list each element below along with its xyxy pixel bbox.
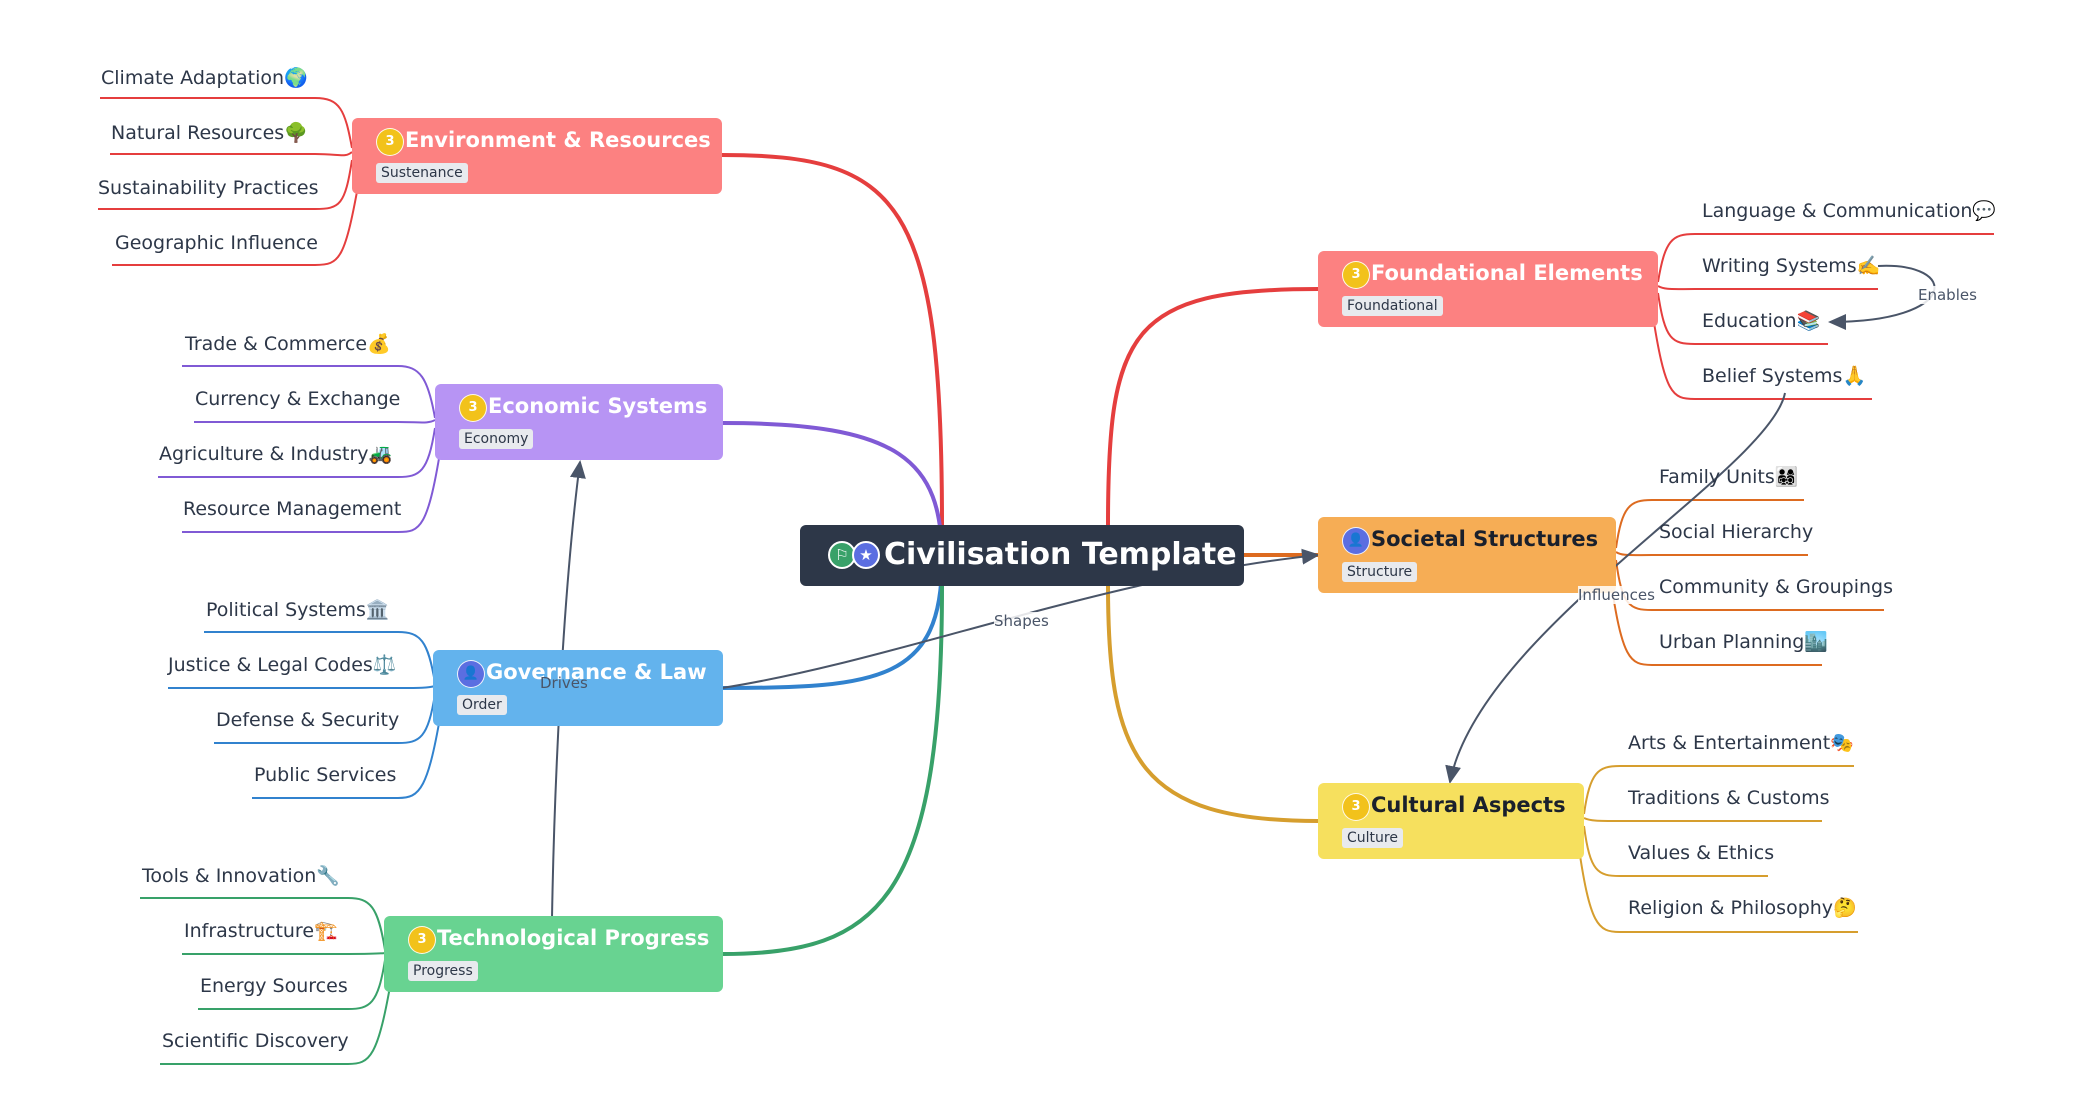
governance-leaf-connectors <box>168 631 443 799</box>
edge-root-technological <box>722 585 944 956</box>
edge-root-environment <box>721 153 944 526</box>
leaf-trade-commerce[interactable]: Trade & Commerce💰 <box>185 333 391 355</box>
leaf-infrastructure[interactable]: Infrastructure🏗️ <box>184 920 338 942</box>
leaf-arts-entertainment[interactable]: Arts & Entertainment🎭 <box>1628 732 1854 754</box>
leaf-urban-planning[interactable]: Urban Planning🏙️ <box>1659 631 1829 653</box>
edge-root-cultural <box>1106 585 1319 823</box>
branch-title: Environment & Resources <box>405 128 711 152</box>
branch-title: Economic Systems <box>488 394 708 418</box>
leaf-family-units[interactable]: Family Units👨‍👩‍👧‍👦 <box>1659 466 1799 488</box>
leaf-religion-philosophy[interactable]: Religion & Philosophy🤔 <box>1628 897 1857 919</box>
relation-influences-line <box>1445 392 1786 784</box>
branch-governance[interactable]: 👤 Governance & Law Order <box>433 650 723 726</box>
person-icon: 👤 <box>457 660 485 688</box>
branch-title: Governance & Law <box>486 660 707 684</box>
environment-leaf-connectors <box>98 97 361 266</box>
flag-icon: ⚐ <box>828 541 856 569</box>
leaf-scientific-discovery[interactable]: Scientific Discovery <box>162 1030 349 1052</box>
branch-title: Societal Structures <box>1371 527 1599 551</box>
count-badge: 3 <box>408 926 436 954</box>
leaf-community-groupings[interactable]: Community & Groupings <box>1659 576 1893 598</box>
technological-leaf-connectors <box>140 897 393 1065</box>
branch-tag: Culture <box>1342 828 1403 848</box>
leaf-defense-security[interactable]: Defense & Security <box>216 709 400 731</box>
branch-environment[interactable]: 3 Environment & Resources Sustenance <box>352 118 722 194</box>
branch-tag: Order <box>457 695 507 715</box>
leaf-belief-systems[interactable]: Belief Systems🙏 <box>1702 365 1867 387</box>
star-icon: ★ <box>852 541 880 569</box>
root-node[interactable]: ⚐ ★ Civilisation Template <box>800 525 1244 586</box>
count-badge: 3 <box>1342 261 1370 289</box>
branch-foundational[interactable]: 3 Foundational Elements Foundational <box>1318 251 1658 327</box>
branch-tag: Sustenance <box>376 163 468 183</box>
economic-leaf-connectors <box>158 365 443 533</box>
branch-title: Technological Progress <box>437 926 710 950</box>
edge-root-economic <box>722 421 944 561</box>
cultural-leaf-connectors <box>1577 765 1858 933</box>
leaf-language-communication[interactable]: Language & Communication💬 <box>1702 200 1997 222</box>
relation-influences-label[interactable]: Influences <box>1578 586 1655 604</box>
leaf-resource-management[interactable]: Resource Management <box>183 498 402 520</box>
leaf-social-hierarchy[interactable]: Social Hierarchy <box>1659 521 1814 543</box>
leaf-climate-adaptation[interactable]: Climate Adaptation🌍 <box>101 67 308 89</box>
leaf-education[interactable]: Education📚 <box>1702 310 1821 332</box>
branch-title: Cultural Aspects <box>1371 793 1566 817</box>
branch-tag: Structure <box>1342 562 1418 582</box>
branch-cultural[interactable]: 3 Cultural Aspects Culture <box>1318 783 1584 859</box>
relation-drives-label[interactable]: Drives <box>540 674 588 692</box>
leaf-values-ethics[interactable]: Values & Ethics <box>1628 842 1775 864</box>
branch-societal[interactable]: 👤 Societal Structures Structure <box>1318 517 1616 593</box>
leaf-justice-legal-codes[interactable]: Justice & Legal Codes⚖️ <box>168 654 397 676</box>
leaf-public-services[interactable]: Public Services <box>254 764 397 786</box>
leaf-natural-resources[interactable]: Natural Resources🌳 <box>111 122 308 144</box>
branch-technological[interactable]: 3 Technological Progress Progress <box>384 916 723 992</box>
leaf-sustainability-practices[interactable]: Sustainability Practices <box>98 177 319 199</box>
edge-root-foundational <box>1106 287 1319 526</box>
leaf-traditions-customs[interactable]: Traditions & Customs <box>1628 787 1830 809</box>
branch-title: Foundational Elements <box>1371 261 1643 285</box>
foundational-leaf-connectors <box>1651 233 1994 400</box>
leaf-writing-systems[interactable]: Writing Systems✍️ <box>1702 255 1881 277</box>
branch-tag: Foundational <box>1342 296 1443 316</box>
leaf-currency-exchange[interactable]: Currency & Exchange <box>195 388 401 410</box>
leaf-energy-sources[interactable]: Energy Sources <box>200 975 348 997</box>
count-badge: 3 <box>1342 793 1370 821</box>
person-icon: 👤 <box>1342 527 1370 555</box>
leaf-tools-innovation[interactable]: Tools & Innovation🔧 <box>142 865 340 887</box>
leaf-geographic-influence[interactable]: Geographic Influence <box>115 232 318 254</box>
edge-root-governance <box>722 559 944 690</box>
root-title: Civilisation Template <box>884 537 1237 572</box>
branch-economic[interactable]: 3 Economic Systems Economy <box>435 384 723 460</box>
count-badge: 3 <box>376 128 404 156</box>
branch-tag: Progress <box>408 961 478 981</box>
relation-shapes-label[interactable]: Shapes <box>994 612 1049 630</box>
branch-tag: Economy <box>459 429 534 449</box>
relation-enables-label[interactable]: Enables <box>1918 286 1977 304</box>
leaf-political-systems[interactable]: Political Systems🏛️ <box>206 599 390 621</box>
leaf-agriculture-industry[interactable]: Agriculture & Industry🚜 <box>159 443 393 465</box>
count-badge: 3 <box>459 394 487 422</box>
